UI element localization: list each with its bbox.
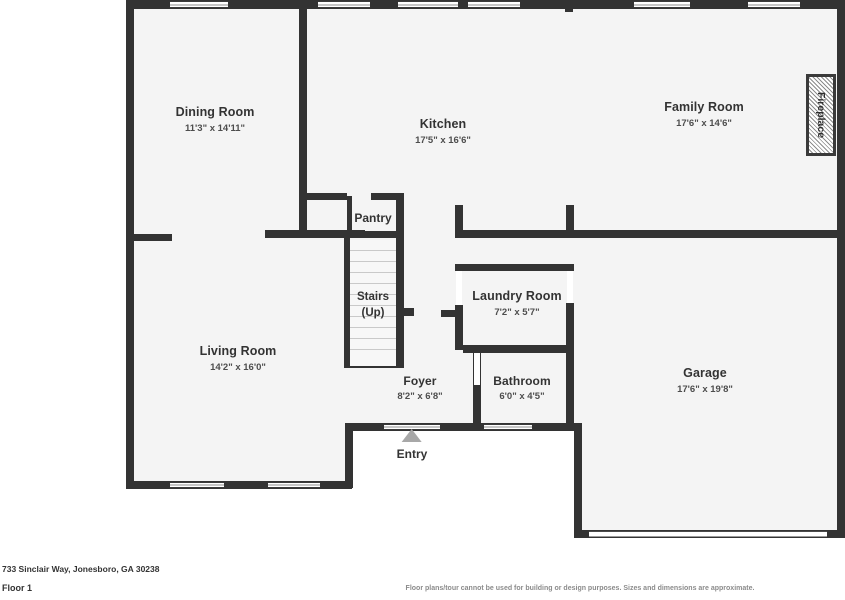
exterior-wall-top-right xyxy=(569,0,845,9)
interior-wall-dining-living xyxy=(126,234,172,241)
doorway-bathroom-left xyxy=(474,353,480,385)
footer: 733 Sinclair Way, Jonesboro, GA 30238 Fl… xyxy=(0,552,845,600)
interior-wall-kitchen-family xyxy=(565,0,573,12)
window-dining-top-1 xyxy=(170,1,228,8)
interior-wall-family-bottom xyxy=(569,230,841,238)
room-label-dining-room: Dining Room 11'3" x 14'11" xyxy=(176,105,255,135)
interior-wall-laundry-left-upper xyxy=(455,205,463,238)
window-kitchen-top-3 xyxy=(468,1,520,8)
disclaimer-text: Floor plans/tour cannot be used for buil… xyxy=(405,585,755,592)
room-name: Bathroom xyxy=(493,374,551,388)
pantry-wall-bottom xyxy=(265,231,404,238)
laundry-wall-top xyxy=(455,264,574,271)
room-name: Foyer xyxy=(403,374,437,388)
entry-arrow-icon xyxy=(402,429,422,442)
floor-name: Floor 1 xyxy=(2,583,33,593)
pantry-wall-inner-divider xyxy=(347,196,352,238)
fireplace: Fireplace xyxy=(806,74,836,156)
room-dimensions: 11'3" x 14'11" xyxy=(184,122,246,134)
room-label-living-room: Living Room 14'2" x 16'0" xyxy=(200,344,277,374)
window-kitchen-top-2 xyxy=(398,1,458,8)
stair-step xyxy=(350,305,396,306)
room-dimensions: 14'2" x 16'0" xyxy=(210,361,266,373)
exterior-wall-garage-left xyxy=(574,423,582,538)
bathroom-wall-left xyxy=(473,345,481,431)
stair-step xyxy=(350,349,396,350)
doorway-laundry-left xyxy=(456,271,462,305)
window-family-top-2 xyxy=(748,1,800,8)
stair-step xyxy=(350,327,396,328)
property-address: 733 Sinclair Way, Jonesboro, GA 30238 xyxy=(2,564,160,574)
room-label-kitchen: Kitchen 17'5" x 16'6" xyxy=(415,117,471,147)
stair-step xyxy=(350,338,396,339)
laundry-wall-left-lower xyxy=(455,305,463,350)
room-dimensions: 17'6" x 19'8" xyxy=(677,383,733,395)
fireplace-label: Fireplace xyxy=(815,91,827,139)
stairs-wall-right xyxy=(396,238,404,368)
window-living-bottom-2 xyxy=(268,482,320,488)
stair-step xyxy=(350,250,396,251)
floor-fill-upper-left xyxy=(126,6,301,238)
stairs-label: Stairs (Up) xyxy=(350,290,396,321)
interior-wall-kitchen-bottom-right xyxy=(455,230,573,238)
interior-wall-dining-kitchen xyxy=(299,0,307,198)
room-name: Garage xyxy=(683,366,727,380)
laundry-door-jamb xyxy=(441,310,463,317)
laundry-wall-right-lower xyxy=(566,303,574,353)
pantry-wall-left xyxy=(299,193,307,238)
stairs-wall-left xyxy=(344,238,350,368)
stairs-label-line2: (Up) xyxy=(361,306,385,319)
room-dimensions: 6'0" x 4'5" xyxy=(499,391,545,402)
floor-fill-family-room xyxy=(569,6,845,238)
pantry-wall-top-right xyxy=(371,193,404,200)
window-living-bottom-1 xyxy=(170,482,224,488)
pantry-label: Pantry xyxy=(354,211,392,225)
bathroom-wall-right xyxy=(566,345,574,431)
stairs-label-line1: Stairs xyxy=(357,291,389,303)
exterior-wall-right-lower xyxy=(837,232,845,538)
stair-step xyxy=(350,283,396,284)
room-name: Family Room xyxy=(664,100,744,114)
stair-step xyxy=(350,316,396,317)
exterior-wall-foyer-step-left xyxy=(345,423,353,488)
laundry-wall-bottom xyxy=(463,345,574,353)
exterior-wall-bottom-foyer xyxy=(345,423,580,431)
window-family-top-1 xyxy=(634,1,690,8)
room-name: Laundry Room xyxy=(472,289,562,303)
window-bathroom-bottom xyxy=(484,424,532,430)
pantry-wall-right xyxy=(396,193,404,238)
stair-step xyxy=(350,294,396,295)
garage-door xyxy=(589,531,827,537)
room-dimensions: 8'2" x 6'8" xyxy=(397,391,443,402)
interior-wall-laundry-right-upper xyxy=(566,205,574,238)
room-name: Living Room xyxy=(199,344,277,358)
room-name: Dining Room xyxy=(175,105,255,119)
room-name: Kitchen xyxy=(419,117,467,131)
entry-label: Entry xyxy=(396,447,428,461)
exterior-wall-left xyxy=(126,0,134,488)
pantry-wall-top xyxy=(299,193,347,200)
room-label-bathroom: Bathroom 6'0" x 4'5" xyxy=(493,374,550,403)
window-kitchen-top-1 xyxy=(318,1,370,8)
room-label-garage: Garage 17'6" x 19'8" xyxy=(677,366,733,396)
room-dimensions: 7'2" x 5'7" xyxy=(494,306,540,318)
exterior-wall-right-upper xyxy=(837,0,845,238)
exterior-wall-bottom-living xyxy=(126,481,352,489)
room-dimensions: 17'5" x 16'6" xyxy=(415,134,471,146)
stairs-newel-post xyxy=(404,308,414,316)
room-label-laundry-room: Laundry Room 7'2" x 5'7" xyxy=(472,289,561,319)
floor-plan-canvas: Fireplace Stairs (Up) Pantry Dining Room… xyxy=(0,0,845,552)
stairs: Stairs (Up) xyxy=(350,240,396,366)
floor-fill-garage xyxy=(574,236,845,538)
stair-step xyxy=(350,272,396,273)
entry-marker: Entry xyxy=(396,429,428,461)
floor-fill-living-room xyxy=(126,236,352,488)
room-dimensions: 17'6" x 14'6" xyxy=(676,117,732,129)
stair-step xyxy=(350,261,396,262)
room-label-foyer: Foyer 8'2" x 6'8" xyxy=(397,374,442,403)
doorway-laundry-right xyxy=(567,271,573,303)
room-label-family-room: Family Room 17'6" x 14'6" xyxy=(664,100,744,130)
